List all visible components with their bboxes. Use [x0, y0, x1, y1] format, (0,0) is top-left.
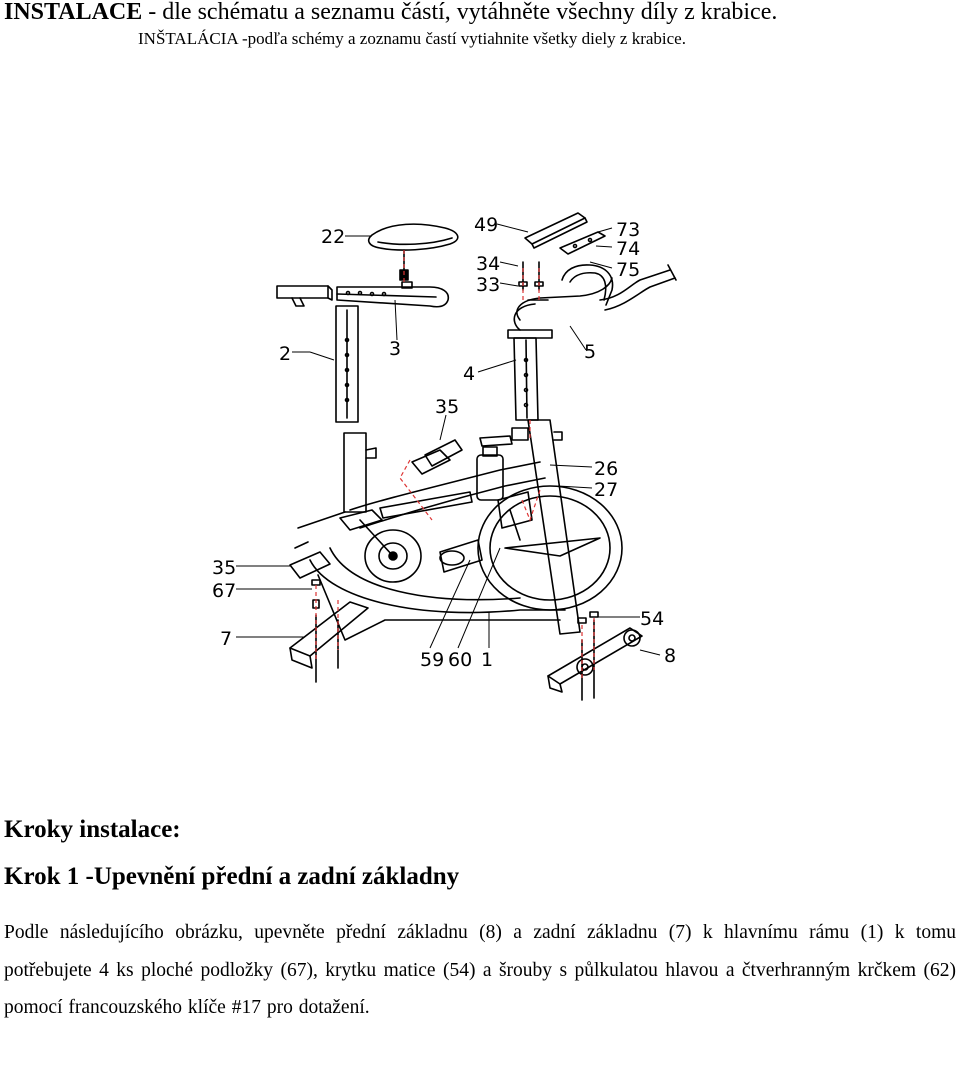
title-rest: - dle schématu a seznamu částí, vytáhnět…: [142, 0, 778, 25]
part-label: 75: [616, 259, 640, 281]
flywheel-part: [477, 485, 623, 611]
leader-lines: [236, 223, 661, 656]
part-label: 1: [481, 649, 493, 671]
part-label: 4: [463, 363, 475, 385]
seat-post-part: [276, 285, 359, 423]
part-label: 2: [279, 343, 291, 365]
part-label: 8: [664, 645, 676, 667]
console-part: [524, 212, 606, 255]
assembly-guide-lines: [315, 250, 595, 680]
water-bottle-part: [476, 435, 513, 501]
part-label: 59: [420, 649, 444, 671]
front-base-part: [547, 611, 643, 701]
part-label: 35: [435, 396, 459, 418]
part-label: 33: [476, 274, 500, 296]
part-label: 35: [212, 557, 236, 579]
part-label: 3: [389, 338, 401, 360]
handlebar-part: [513, 264, 677, 331]
part-label: 60: [448, 649, 472, 671]
part-label: 22: [321, 226, 345, 248]
tension-knob-part: [497, 427, 533, 541]
part-label: 54: [640, 608, 664, 630]
step1-text: Podle následujícího obrázku, upevněte př…: [4, 922, 956, 1018]
step1-title: Krok 1 -Upevnění přední a zadní základny: [4, 863, 460, 890]
part-label: 74: [616, 238, 640, 260]
part-label: 49: [474, 214, 498, 236]
exploded-bike-diagram: 22 49 73 74 75 34 33 2 3 4 5 35 26 27 35…: [212, 212, 677, 701]
part-label: 7: [220, 628, 232, 650]
seat-slider-part: [336, 281, 450, 308]
part-label: 34: [476, 253, 500, 275]
installation-heading: Kroky instalace:: [4, 816, 181, 843]
part-label: 73: [616, 219, 640, 241]
main-frame-part: [297, 419, 581, 641]
part-label: 26: [594, 458, 618, 480]
handlebar-post-part: [507, 329, 553, 421]
saddle-part: [367, 223, 459, 281]
header-title-sk: INŠTALÁCIA -podľa schémy a zoznamu častí…: [138, 29, 686, 48]
part-label: 27: [594, 479, 618, 501]
title-bold: INSTALACE: [4, 0, 143, 25]
crank-pedals-part: [289, 439, 463, 583]
part-label: 67: [212, 580, 236, 602]
part-labels: 22 49 73 74 75 34 33 2 3 4 5 35 26 27 35…: [212, 214, 676, 671]
header-title-cz: INSTALACE - dle schématu a seznamu částí…: [4, 0, 777, 27]
part-label: 5: [584, 341, 596, 363]
